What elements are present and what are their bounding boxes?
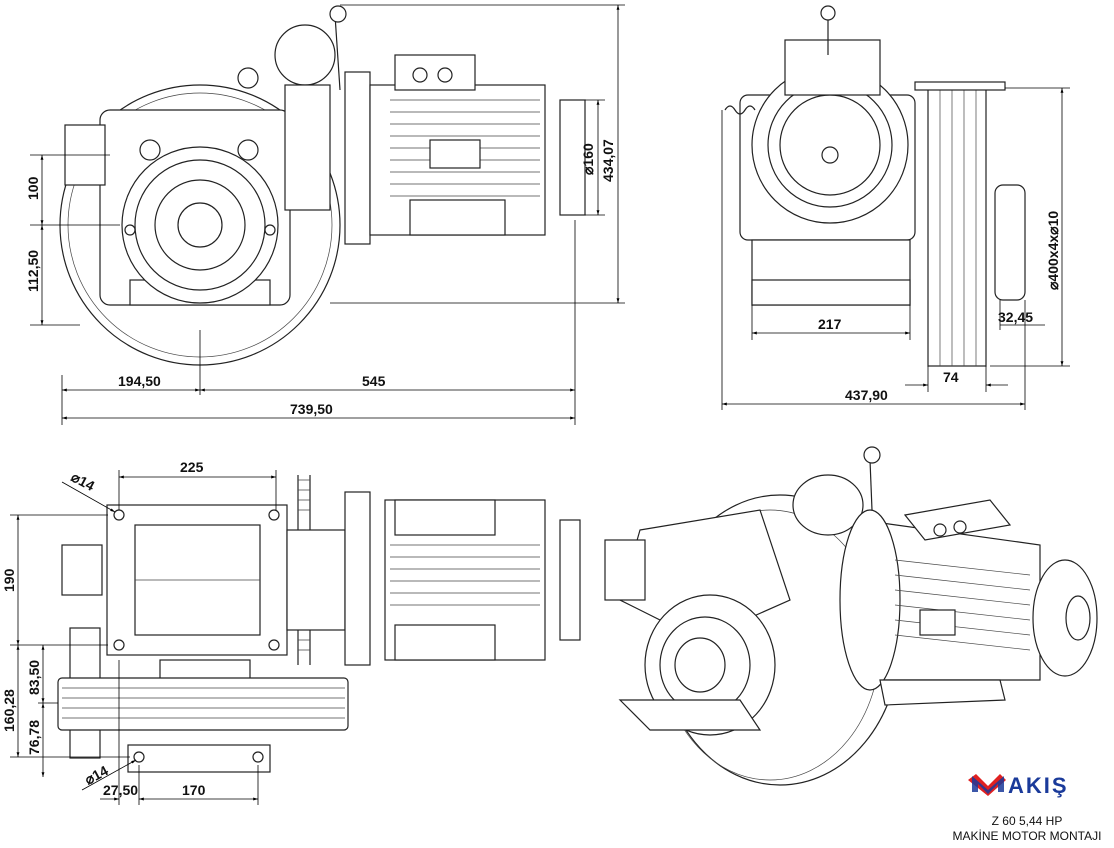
dim-194-50: 194,50 bbox=[118, 373, 161, 389]
drawing-model-label: Z 60 5,44 HP bbox=[991, 814, 1063, 828]
motor-fins bbox=[390, 99, 540, 197]
drawing-title-label: MAKİNE MOTOR MONTAJI bbox=[952, 829, 1102, 843]
dim-225: 225 bbox=[180, 459, 204, 475]
top-view bbox=[57, 475, 581, 773]
dim-190: 190 bbox=[1, 568, 17, 592]
top-motor-fins bbox=[390, 544, 540, 606]
dim-160-28: 160,28 bbox=[1, 689, 17, 732]
side-view-dimensions: 217 32,45 74 437,90 ⌀400x4x⌀10 bbox=[721, 87, 1070, 410]
dim-diam-160: ⌀160 bbox=[580, 143, 596, 175]
front-view bbox=[59, 5, 586, 366]
dim-437-90: 437,90 bbox=[845, 387, 888, 403]
dim-diam-400x4x10: ⌀400x4x⌀10 bbox=[1045, 211, 1061, 290]
dim-32-45: 32,45 bbox=[998, 309, 1033, 325]
dim-74: 74 bbox=[943, 369, 959, 385]
isometric-view bbox=[604, 446, 1098, 786]
side-view bbox=[724, 5, 1026, 367]
dim-217: 217 bbox=[818, 316, 842, 332]
dim-76-78: 76,78 bbox=[26, 720, 42, 755]
dim-27-50: 27,50 bbox=[103, 782, 138, 798]
dim-739-50: 739,50 bbox=[290, 401, 333, 417]
dim-83-50: 83,50 bbox=[26, 660, 42, 695]
dim-434-07: 434,07 bbox=[600, 139, 616, 182]
dim-diam-14-top: ⌀14 bbox=[69, 469, 98, 494]
dim-112-50: 112,50 bbox=[25, 250, 41, 292]
brand-wordmark: AKIŞ bbox=[1008, 773, 1069, 798]
dim-100: 100 bbox=[25, 176, 41, 200]
front-view-dimensions: 194,50 545 739,50 100 112,50 434,07 ⌀160 bbox=[25, 4, 625, 425]
iso-motor-fins bbox=[894, 559, 1031, 651]
akis-logo: AKIŞ bbox=[968, 773, 1069, 798]
dim-545: 545 bbox=[362, 373, 386, 389]
dim-170: 170 bbox=[182, 782, 206, 798]
